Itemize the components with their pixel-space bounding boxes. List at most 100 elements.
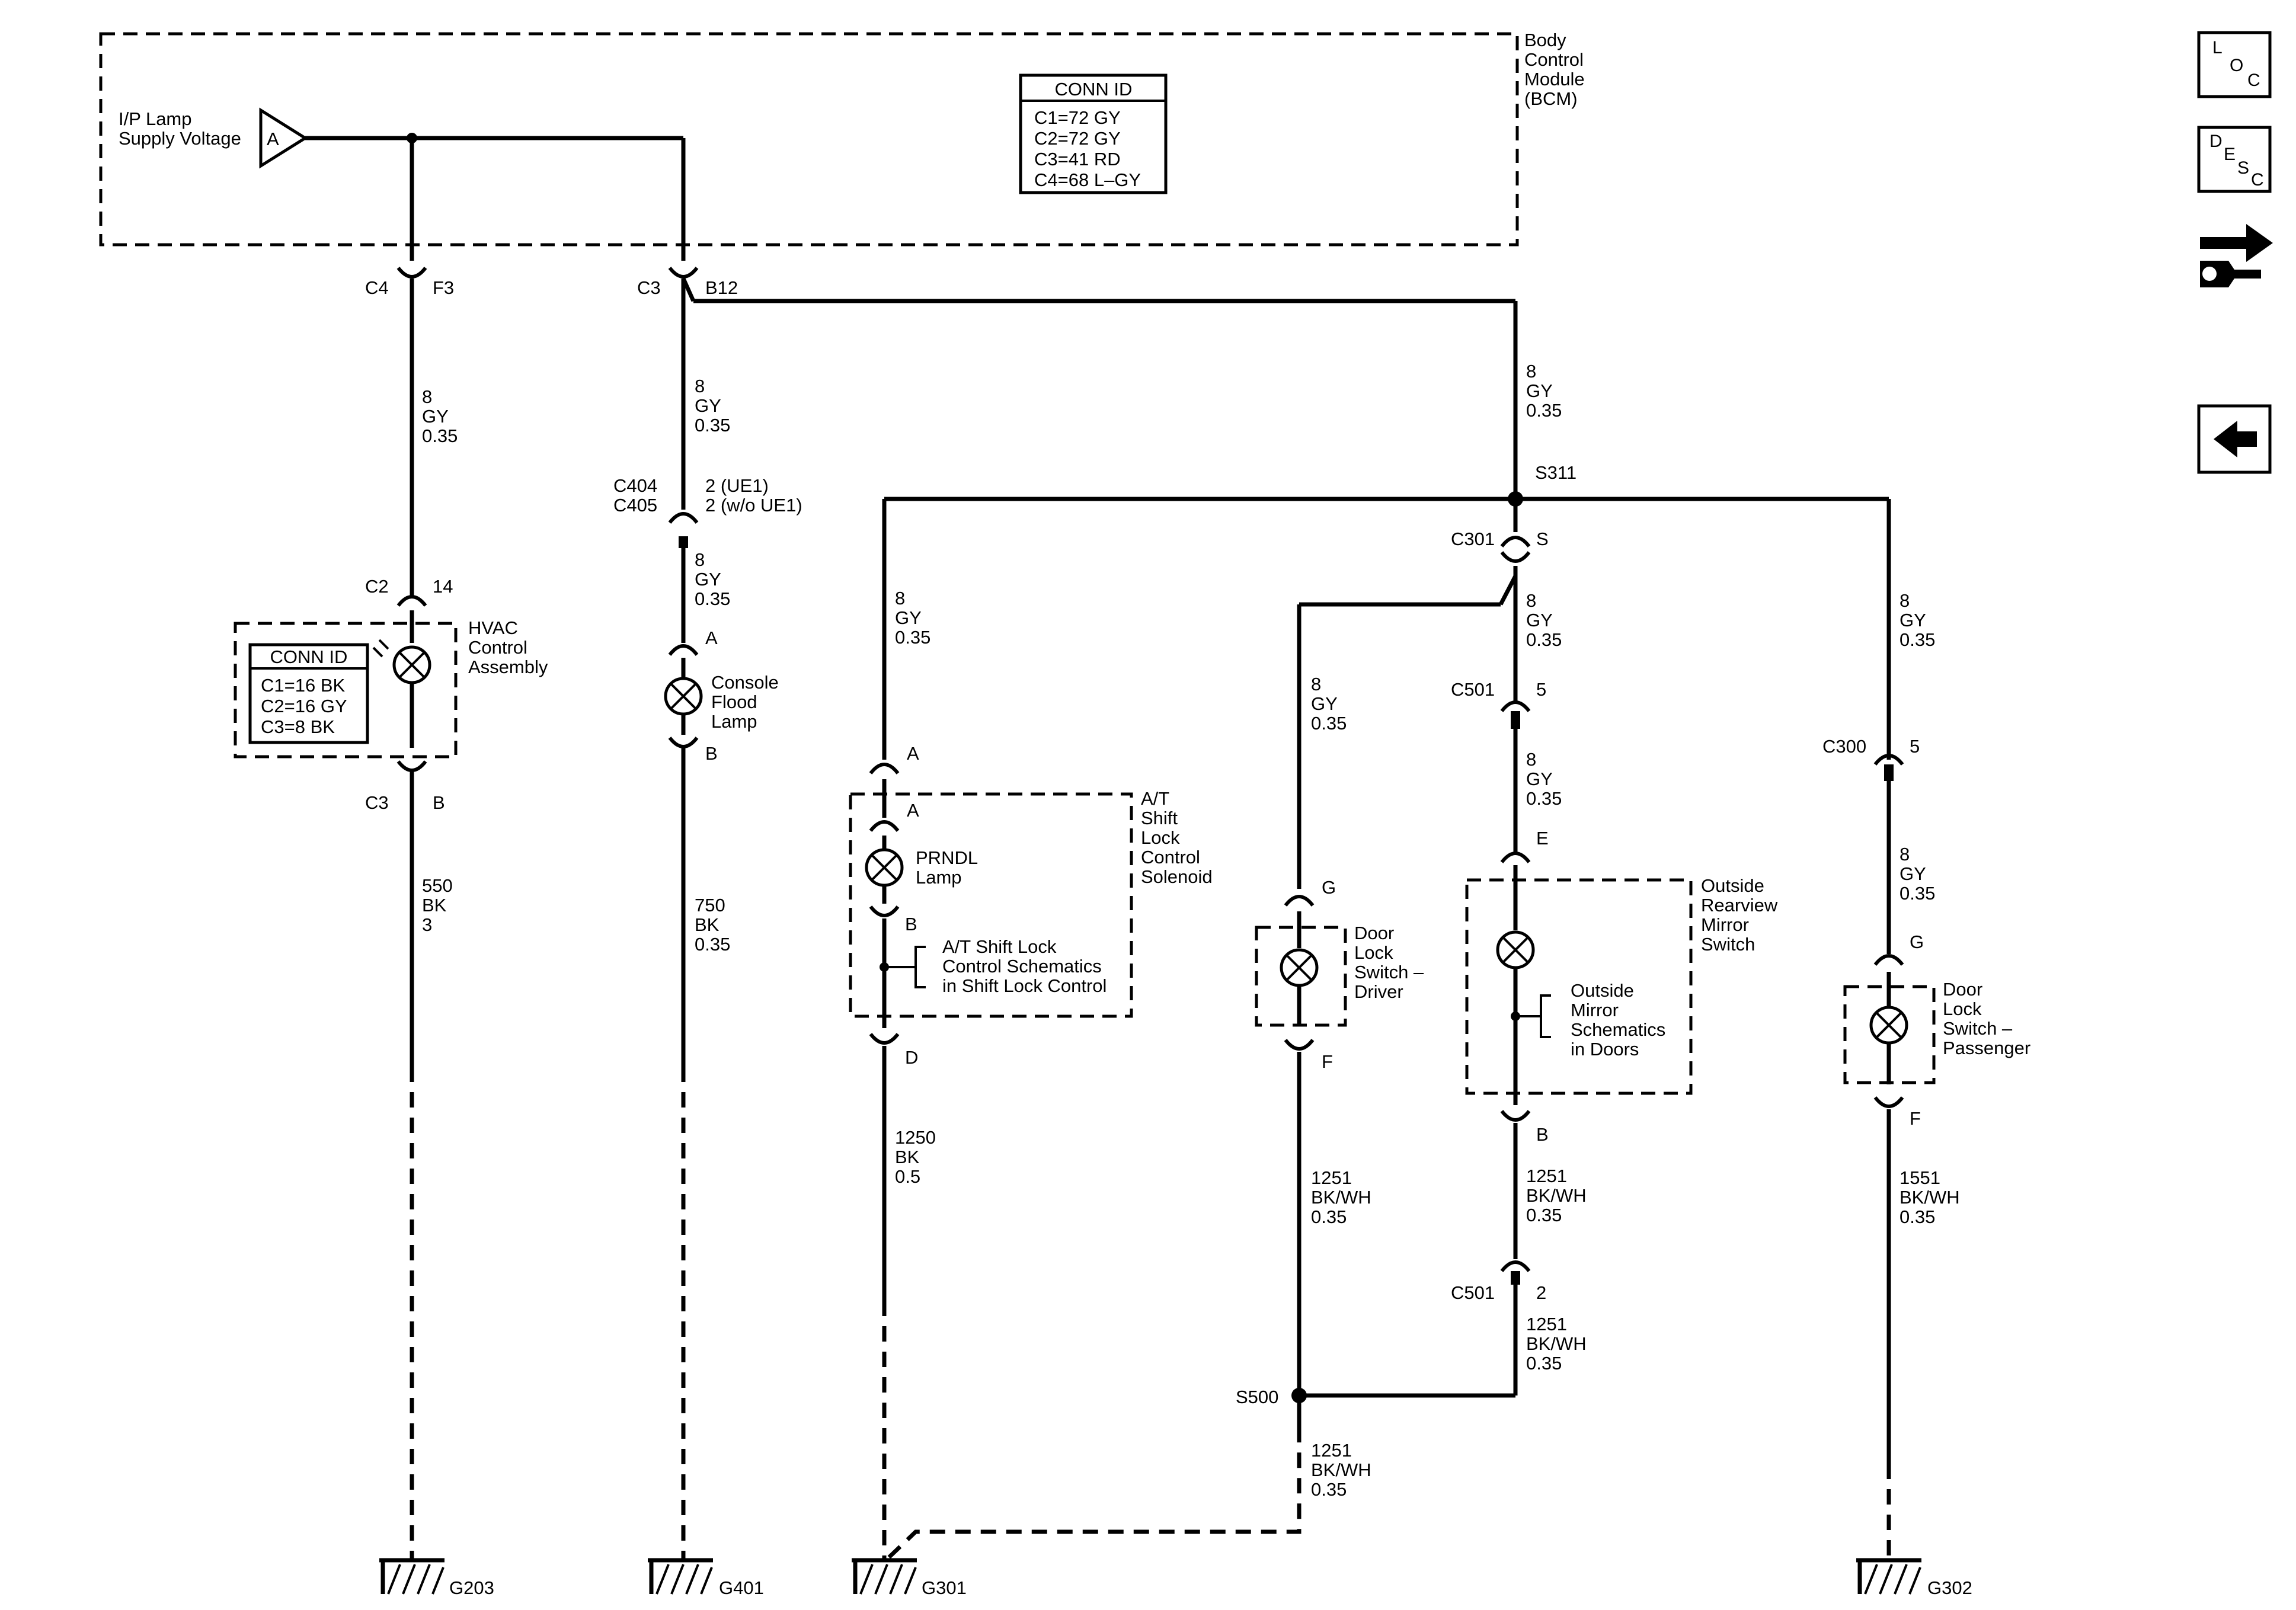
desc-button-letter-c: C: [2251, 170, 2264, 190]
ground-icon: [648, 1558, 713, 1595]
c300-pin-label: 5: [1910, 736, 1920, 757]
desc-button[interactable]: D E S C: [2197, 126, 2272, 193]
driver-switch-pin-g: G: [1322, 877, 1336, 898]
ground-icon: [852, 1558, 917, 1595]
c301-label: C301: [1451, 529, 1495, 549]
prndl-pin-a: A: [907, 800, 919, 821]
c300-label: C300: [1822, 736, 1866, 757]
c301-pin-label: S: [1536, 529, 1549, 549]
c4-connector-label: C4: [365, 277, 389, 298]
s311-label: S311: [1535, 462, 1576, 483]
ground-icon: [1856, 1558, 1921, 1595]
loc-button[interactable]: L O C: [2197, 31, 2272, 98]
light-emitting-icon: [372, 639, 389, 658]
driver-switch-pin-f: F: [1322, 1051, 1333, 1072]
c4-connector-icon: [396, 267, 427, 279]
driver-switch-lamp-icon: [1280, 948, 1319, 987]
supply-terminal-icon: [259, 107, 308, 169]
g203-label: G203: [449, 1577, 494, 1598]
desc-button-letter-s: S: [2237, 158, 2249, 178]
bcm-conn-id-title: CONN ID: [1055, 79, 1133, 100]
c501-b-label: C501: [1451, 1282, 1495, 1303]
c501-label: C501: [1451, 679, 1495, 700]
mirror-pin-e: E: [1536, 828, 1549, 849]
desc-button-letter-e: E: [2224, 145, 2236, 164]
mirror-switch-lamp-icon: [1496, 930, 1535, 969]
c3-hvac-connector-label: C3: [365, 792, 389, 813]
supply-terminal-pin: A: [267, 129, 279, 149]
g401-label: G401: [719, 1577, 764, 1598]
c2-pin-label: 14: [433, 576, 453, 597]
mirror-pin-b: B: [1536, 1124, 1549, 1145]
back-arrow-button[interactable]: [2197, 404, 2272, 474]
ground-icon: [379, 1558, 445, 1595]
console-lamp-icon: [664, 677, 703, 716]
shift-lock-conn-pin-d: D: [905, 1047, 918, 1068]
diagnostic-tool-icon[interactable]: [2200, 224, 2273, 287]
desc-button-letter-d: D: [2209, 132, 2223, 151]
shift-lock-conn-pin-a: A: [907, 743, 919, 764]
b12-pin-label: B12: [705, 277, 738, 298]
console-pin-a: A: [705, 628, 718, 648]
c501-b-pin-label: 2: [1536, 1282, 1546, 1303]
c3-connector-label: C3: [637, 277, 661, 298]
loc-button-letter-c: C: [2247, 71, 2260, 90]
c404-c405-pin-label: 2 (UE1)2 (w/o UE1): [705, 475, 802, 516]
g301-label: G301: [922, 1577, 967, 1598]
loc-button-letter-o: O: [2230, 56, 2243, 75]
g302-label: G302: [1927, 1577, 1972, 1598]
back-arrow-icon: [2214, 421, 2257, 457]
c2-connector-label: C2: [365, 576, 389, 597]
console-pin-b: B: [705, 743, 718, 764]
passenger-switch-lamp-icon: [1869, 1006, 1908, 1045]
prndl-lamp-icon: [865, 848, 904, 887]
hvac-conn-id-title: CONN ID: [270, 646, 348, 667]
hvac-lamp-icon: [392, 645, 431, 684]
passenger-pin-f: F: [1910, 1108, 1921, 1129]
c4-pin-label: F3: [433, 277, 454, 298]
c3-hvac-pin-label: B: [433, 792, 445, 813]
